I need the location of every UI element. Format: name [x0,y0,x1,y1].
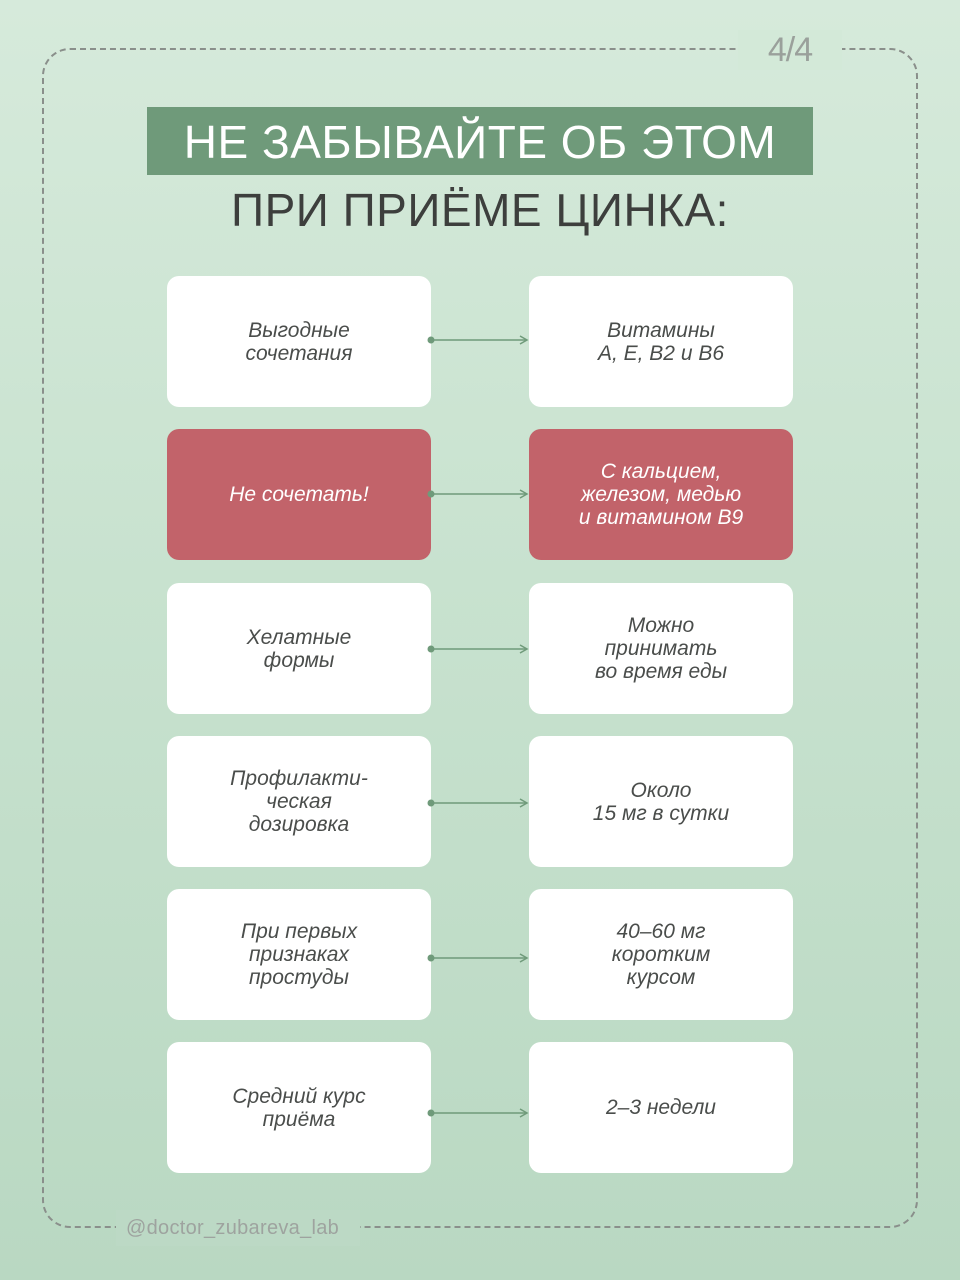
row-2-right-card: С кальцием, железом, медью и витамином B… [529,429,793,560]
row-5-left-text: При первых признаках простуды [240,920,358,989]
row-5-arrow-icon [427,953,529,963]
row-1-left-text: Выгодные сочетания [245,318,353,365]
row-1-arrow-icon [427,335,529,345]
row-4-right-card: Около 15 мг в сутки [529,736,793,867]
row-6-arrow-icon [427,1108,529,1118]
row-2-left-card: Не сочетать! [167,429,431,560]
title-line-2: ПРИ ПРИЁМЕ ЦИНКА: [231,184,729,236]
row-6-right-card: 2–3 недели [529,1042,793,1173]
row-4-arrow-icon [427,798,529,808]
row-1-right-text: Витамины A, E, B2 и B6 [597,318,725,365]
dashed-frame [42,48,918,1228]
row-2-arrow-icon [427,489,529,499]
row-6-right-text: 2–3 недели [606,1096,716,1119]
row-3-right-text: Можно принимать во время еды [594,614,728,683]
row-2-left-text: Не сочетать! [229,483,369,506]
row-3-arrow-icon [427,644,529,654]
row-5-right-text: 40–60 мг коротким курсом [611,920,711,989]
row-6-left-text: Средний курс приёма [232,1084,366,1131]
row-4-left-card: Профилакти- ческая дозировка [167,736,431,867]
row-4-left-text: Профилакти- ческая дозировка [230,767,368,836]
row-1-left-card: Выгодные сочетания [167,276,431,407]
row-5-left-card: При первых признаках простуды [167,889,431,1020]
row-5-right-card: 40–60 мг коротким курсом [529,889,793,1020]
row-6-left-card: Средний курс приёма [167,1042,431,1173]
author-handle[interactable]: @doctor_zubareva_lab [126,1217,340,1239]
row-2-right-text: С кальцием, железом, медью и витамином B… [578,460,744,529]
row-3-left-text: Хелатные формы [246,625,352,672]
row-1-right-card: Витамины A, E, B2 и B6 [529,276,793,407]
row-3-right-card: Можно принимать во время еды [529,583,793,714]
row-4-right-text: Около 15 мг в сутки [592,778,730,825]
page-indicator: 4/4 [738,30,842,70]
title-line-1: НЕ ЗАБЫВАЙТЕ ОБ ЭТОМ [183,116,777,168]
title-band [147,107,813,175]
row-3-left-card: Хелатные формы [167,583,431,714]
footer-frame-gap [116,1210,360,1246]
